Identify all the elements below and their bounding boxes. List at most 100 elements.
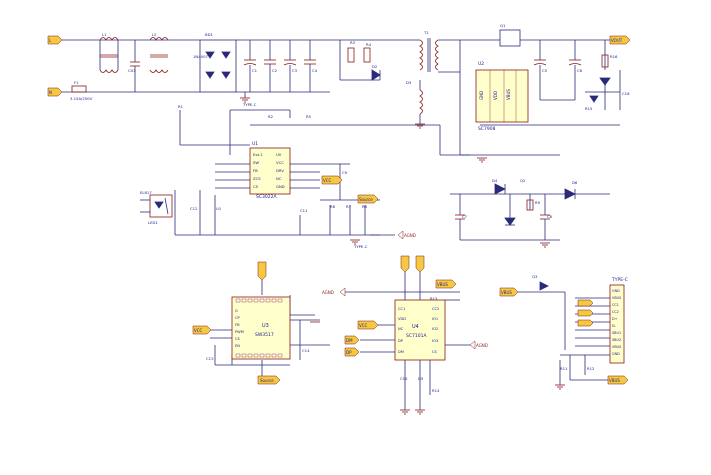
label-r11: R11	[560, 366, 568, 371]
svg-text:AGND: AGND	[476, 343, 488, 348]
ic-u1-pin-l3: FB	[253, 168, 258, 173]
ic-u4-pin-l2: VDD	[398, 317, 406, 321]
ic-u1-pin-l2: SW	[253, 160, 259, 165]
label-r16: C16	[622, 91, 630, 96]
vbus-regulator-section	[450, 183, 610, 241]
label-c9: C9	[342, 170, 348, 175]
port-vcc-u4: VCC	[357, 320, 379, 330]
ic-u1-pin-r4: NC	[276, 176, 282, 181]
type-c-pin-5: D+	[612, 317, 618, 321]
ic-u2-sr-controller: GND VDD VBUS U2 SC7908	[475, 61, 529, 132]
port-agnd-mid: AGND	[397, 230, 416, 240]
label-el817: LED1	[148, 220, 158, 225]
ic-u3-pin-1: G	[235, 309, 238, 313]
ic-u4-pin-r3: IO2	[432, 327, 438, 331]
optocoupler-y1	[140, 194, 173, 218]
label-r1: R1	[178, 104, 184, 109]
svg-text:AGND: AGND	[404, 233, 416, 238]
label-y1: EL817	[140, 190, 152, 195]
svg-text:VBUS: VBUS	[501, 290, 512, 295]
ic-u4-pin-r2: IO1	[432, 317, 438, 321]
label-cx1: CX1	[128, 68, 136, 73]
port-vbus-top-u3	[257, 261, 267, 281]
label-d4: D4	[492, 178, 498, 183]
svg-text:N: N	[49, 90, 52, 95]
label-d2: D2	[372, 64, 378, 69]
port-vbus-u4: VBUS	[435, 279, 457, 289]
label-t1: T1	[423, 30, 429, 35]
label-r14: R14	[432, 388, 440, 393]
ic-u4-pd-controller: U4 SC7101A CC1 VDD NC DP DM CC2 IO1 IO2 …	[345, 270, 470, 410]
type-c-pin-4: CC2	[612, 310, 619, 314]
label-r13: R13	[430, 296, 438, 301]
label-r15: R16	[610, 54, 618, 59]
label-d3: D3	[406, 80, 412, 85]
ic-u2-pin-vdd: VDD	[493, 91, 498, 100]
port-vcc-u3: VCC	[192, 325, 212, 335]
svg-text:VOUT: VOUT	[611, 38, 623, 43]
label-c8: C8	[547, 214, 553, 219]
port-typec-bottom: VBUS	[607, 375, 629, 385]
port-vbus-typec: VBUS	[499, 287, 519, 297]
label-f1: F1	[74, 80, 79, 85]
ground-symbols	[240, 97, 565, 415]
usb-type-c-connector: TYPE-C GND VBUS CC1 CC2 D+ D- SBU1 SBU2 …	[515, 277, 628, 385]
port-vbus-u4-top	[400, 255, 425, 273]
label-c2: C2	[272, 68, 278, 73]
ic-u1-primary-controller: U1 SC3022A Ext.1 SW FB ZCS CS UV VCC DRV…	[174, 109, 470, 236]
ic-u1-ref: U1	[252, 141, 258, 147]
ic-u1-pin-r3: DRV	[276, 168, 284, 173]
label-1n4007: 1N4007	[193, 54, 209, 59]
label-l1: L1	[102, 32, 107, 37]
component-labels: F1 3.15A/250V L1 CX1 L2 BD1 1N4007 R1 R2…	[70, 23, 630, 393]
svg-text:VCC: VCC	[323, 178, 332, 183]
ic-u4-pin-r4: IO3	[432, 339, 438, 343]
ic-u4-pin-l3: NC	[398, 327, 404, 331]
ic-u4-pin-l5: DM	[398, 350, 404, 354]
ic-u3-buck-controller: U3 SW3517 G CP FB PWM CS EN	[210, 278, 330, 378]
ic-u4-pin-l4: DP	[398, 339, 404, 343]
label-fuse-rating: 3.15A/250V	[70, 96, 93, 101]
ic-u4-pin-r5: CS	[432, 350, 438, 354]
type-c-pin-6: D-	[612, 324, 617, 328]
port-l: L	[47, 35, 63, 45]
port-vcc-mid: VCC	[321, 175, 343, 185]
ac-input-section	[60, 29, 621, 156]
ic-u3-pin-2: CP	[235, 316, 241, 320]
ic-u2-ref: U2	[478, 61, 484, 67]
ic-u3-part: SW3517	[255, 332, 274, 338]
label-c14: C14	[302, 348, 310, 353]
label-c15: C15	[400, 376, 408, 381]
type-c-pin-1: GND	[612, 289, 620, 293]
port-agnd-right: AGND	[469, 340, 488, 350]
port-source-mid: Source	[357, 194, 379, 204]
ic-u1-pin-l5: CS	[253, 184, 259, 189]
ic-u3-pin-3: FB	[235, 323, 240, 327]
label-d6: D6	[572, 180, 578, 185]
ic-u4-pin-l1: CC1	[398, 307, 405, 311]
label-r5: R5	[306, 114, 312, 119]
label-c12: U1	[216, 206, 222, 211]
svg-text:VCC: VCC	[194, 328, 203, 333]
ic-u1-pin-l1: Ext.1	[253, 152, 263, 157]
label-d5: D5	[418, 376, 424, 381]
label-r2: R2	[268, 114, 274, 119]
port-dp: DP	[344, 347, 360, 357]
label-r4: R4	[366, 42, 372, 47]
label-led1: R15	[585, 106, 593, 111]
type-c-pin-7: SBU1	[612, 331, 621, 335]
label-r7: R7	[346, 204, 352, 209]
ic-u2-pin-gnd: GND	[479, 91, 484, 100]
port-dm: DM	[344, 335, 360, 345]
svg-text:VBUS: VBUS	[609, 378, 620, 383]
type-c-pin-3: CC1	[612, 303, 619, 307]
ic-u4-pin-r1: CC2	[432, 307, 439, 311]
label-gnd: TYPE-C	[353, 244, 368, 249]
ic-u3-pin-5: CS	[235, 337, 241, 341]
label-l2: L2	[152, 32, 157, 37]
ic-u2-pin-vbus: VBUS	[506, 89, 511, 100]
ic-u3-ref: U3	[262, 323, 269, 329]
label-r9: R9	[535, 200, 541, 205]
svg-text:DM: DM	[346, 338, 353, 343]
